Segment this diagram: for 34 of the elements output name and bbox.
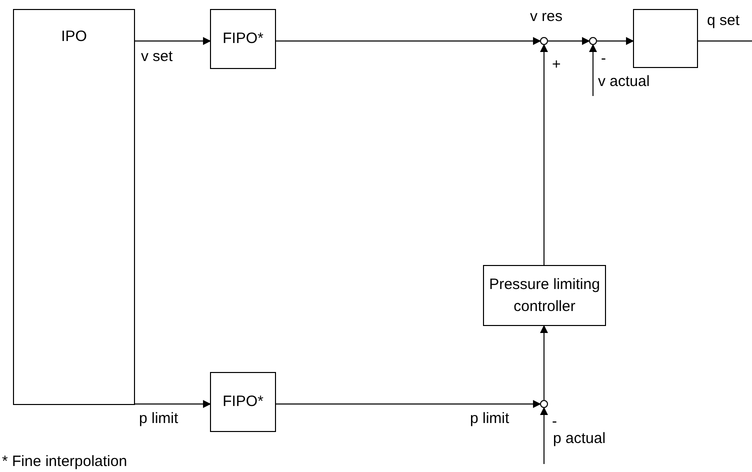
block (483, 265, 606, 326)
arrow (276, 37, 541, 45)
sign-label: + (552, 55, 561, 75)
block (210, 9, 276, 69)
signal-label: p actual (553, 429, 606, 449)
arrow (276, 400, 541, 408)
signal-label: p limit (470, 409, 510, 429)
sign-label: - (601, 49, 606, 69)
sign-label: - (552, 412, 557, 432)
summing-junction (540, 37, 548, 45)
signal-label: v res (530, 7, 563, 27)
empty-block (633, 9, 698, 68)
arrow (548, 37, 590, 45)
block-label: FIPO* (222, 392, 264, 412)
signal-label: v actual (598, 72, 650, 92)
footnote: * Fine interpolation (2, 452, 128, 472)
signal-label: q set (707, 11, 740, 31)
block (13, 9, 135, 405)
arrow (589, 44, 597, 96)
signal-label: v set (141, 47, 173, 67)
arrow (540, 407, 548, 464)
arrow (135, 37, 211, 45)
block-label: Pressure limiting controller (488, 274, 601, 316)
arrow (135, 400, 211, 408)
block-label: FIPO* (222, 29, 264, 49)
arrow (540, 44, 548, 265)
block (210, 372, 276, 432)
signal-line (698, 40, 752, 42)
summing-junction (540, 400, 548, 408)
signal-label: p limit (139, 409, 178, 429)
summing-junction (589, 37, 597, 45)
block-label: IPO (60, 27, 88, 47)
arrow (597, 37, 634, 45)
arrow (540, 325, 548, 400)
